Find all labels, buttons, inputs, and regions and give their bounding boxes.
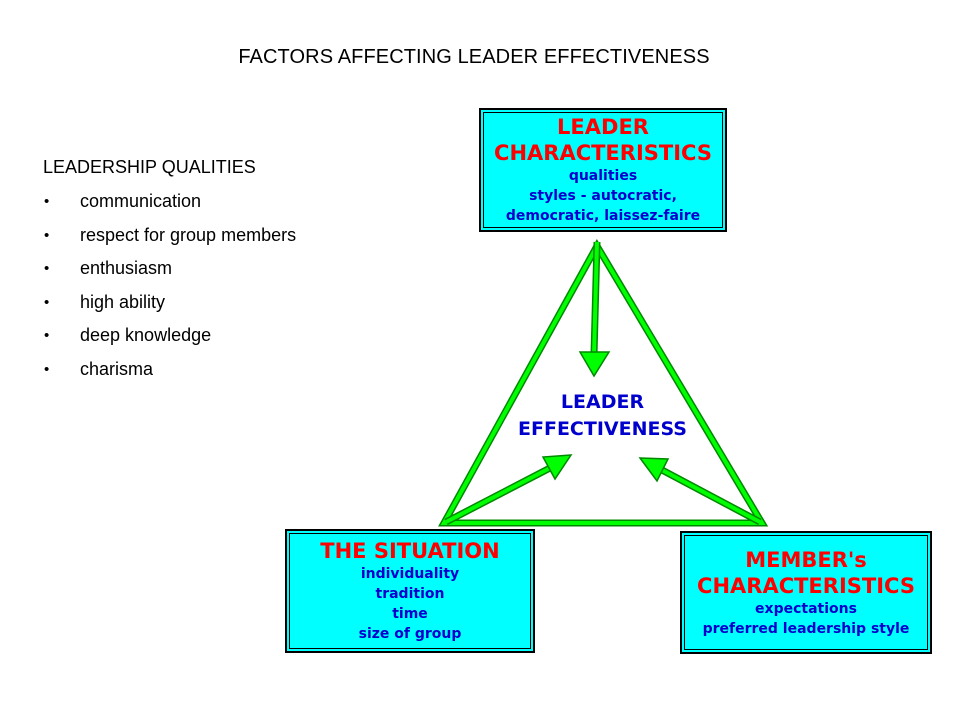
situation-box-heading: THE SITUATION [320, 539, 500, 563]
leader-box-detail: qualities [568, 168, 638, 184]
leader-box-detail: democratic, laissez-faire [505, 208, 701, 224]
leadership-qualities-heading: LEADERSHIP QUALITIES [43, 157, 256, 177]
leader-box-detail: styles - autocratic, [529, 188, 677, 204]
list-item: • charisma [43, 353, 423, 387]
bullet-icon: • [44, 193, 50, 210]
slide-title: FACTORS AFFECTING LEADER EFFECTIVENESS [238, 46, 710, 68]
situation-box: THE SITUATION individuality tradition ti… [285, 529, 535, 653]
situation-box-detail: individuality [360, 566, 460, 582]
list-item: • respect for group members [43, 219, 423, 253]
leader-effectiveness-label: LEADER EFFECTIVENESS [495, 389, 710, 443]
list-item-text: enthusiasm [80, 258, 173, 278]
leader-box-heading: CHARACTERISTICS [494, 141, 712, 165]
center-label-line: LEADER [560, 391, 645, 413]
member-box-detail: preferred leadership style [702, 620, 910, 637]
leader-box-heading: LEADER [557, 115, 649, 139]
arrow-situation-to-center [444, 454, 573, 526]
leader-characteristics-box: LEADER CHARACTERISTICS qualities styles … [479, 108, 727, 232]
list-item-text: high ability [80, 291, 166, 312]
list-item: • deep knowledge [43, 319, 423, 353]
list-item-text: respect for group members [80, 224, 297, 245]
leadership-qualities-list: LEADERSHIP QUALITIES • communication • res… [43, 153, 423, 386]
bullet-icon: • [44, 360, 50, 378]
list-item: • communication [43, 185, 423, 219]
bullet-icon: • [44, 260, 50, 277]
triangle-outline [438, 238, 769, 527]
bullet-icon: • [44, 327, 50, 344]
list-item-text: charisma [80, 358, 154, 379]
arrow-member-to-center [638, 457, 762, 526]
triangle-edges [438, 238, 769, 527]
list-item: • high ability [43, 286, 423, 320]
situation-box-detail: time [392, 606, 428, 622]
center-label-line: EFFECTIVENESS [518, 418, 687, 440]
bullet-icon: • [44, 226, 50, 244]
list-item: • enthusiasm [43, 252, 423, 286]
situation-box-detail: tradition [375, 586, 445, 602]
member-box-heading: MEMBER's [745, 547, 867, 572]
list-item-text: communication [80, 191, 202, 211]
member-characteristics-box: MEMBER's CHARACTERISTICS expectations pr… [680, 531, 932, 654]
bullet-icon: • [44, 293, 50, 311]
member-box-heading: CHARACTERISTICS [697, 573, 915, 598]
arrow-leader-to-center [578, 241, 611, 378]
list-item-text: deep knowledge [80, 325, 212, 345]
qualities-items: • communication • respect for group member… [43, 185, 423, 386]
triangle-fill-stroke [440, 241, 766, 525]
member-box-detail: expectations [755, 600, 857, 617]
situation-box-detail: size of group [358, 626, 462, 642]
